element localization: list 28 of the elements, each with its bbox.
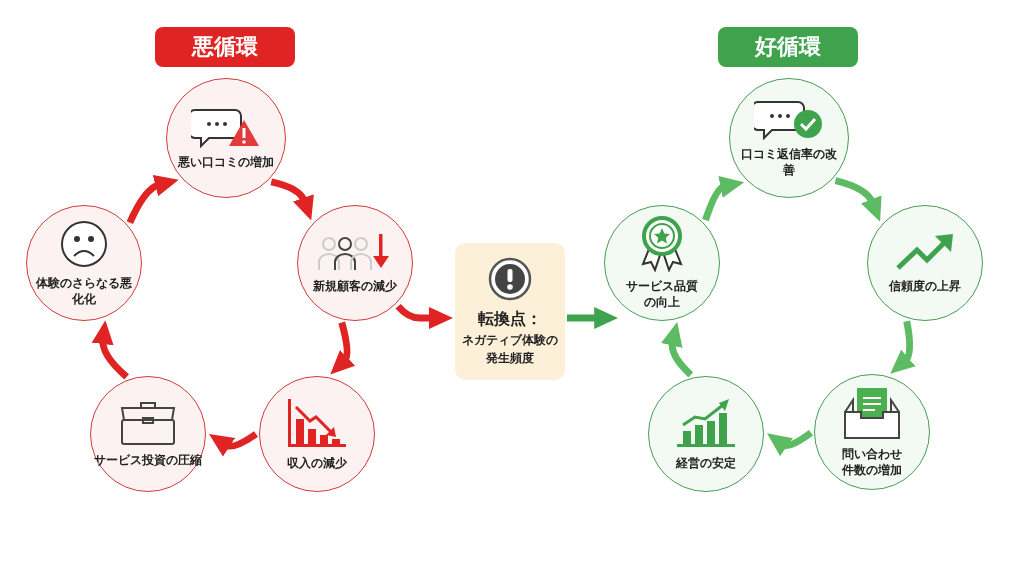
cycle-arrow (891, 320, 917, 376)
step-label: 収入の減少 (287, 454, 347, 472)
banner-title: 好循環 (755, 33, 821, 61)
step-label: 悪い口コミの増加 (178, 153, 274, 171)
cycle-arrow (567, 307, 619, 329)
cycle-arrow (765, 429, 814, 457)
turning-point-box (455, 243, 565, 380)
cycle-arrow (834, 177, 882, 222)
cycle-arrow (395, 303, 453, 329)
step-label: 問い合わせ件数の増加 (841, 445, 903, 479)
cycle-arrow (91, 320, 129, 380)
step-label: 口コミ返信率の改善 (740, 145, 838, 179)
cycle-arrow (332, 321, 356, 377)
step-label: 体験のさらなる悪化化 (35, 274, 133, 308)
turning-point-text: ネガティブ体験の発生頻度 (462, 331, 558, 367)
turning-point-heading: 転換点： (478, 307, 542, 330)
cycle-arrow (702, 177, 744, 222)
cycle-title-banner (718, 27, 858, 67)
banner-title: 悪循環 (192, 33, 258, 61)
step-label: サービス投資の圧縮 (94, 451, 202, 469)
step-label: 信頼度の上昇 (889, 277, 961, 295)
step-label: 新規顧客の減少 (313, 277, 397, 295)
step-label: 経営の安定 (676, 454, 736, 472)
step-label: サービス品質の向上 (625, 277, 699, 311)
cycle-arrow (126, 175, 179, 225)
cycle-title-banner (155, 27, 295, 67)
cycle-arrow (661, 321, 694, 378)
cycle-arrow (270, 178, 314, 221)
